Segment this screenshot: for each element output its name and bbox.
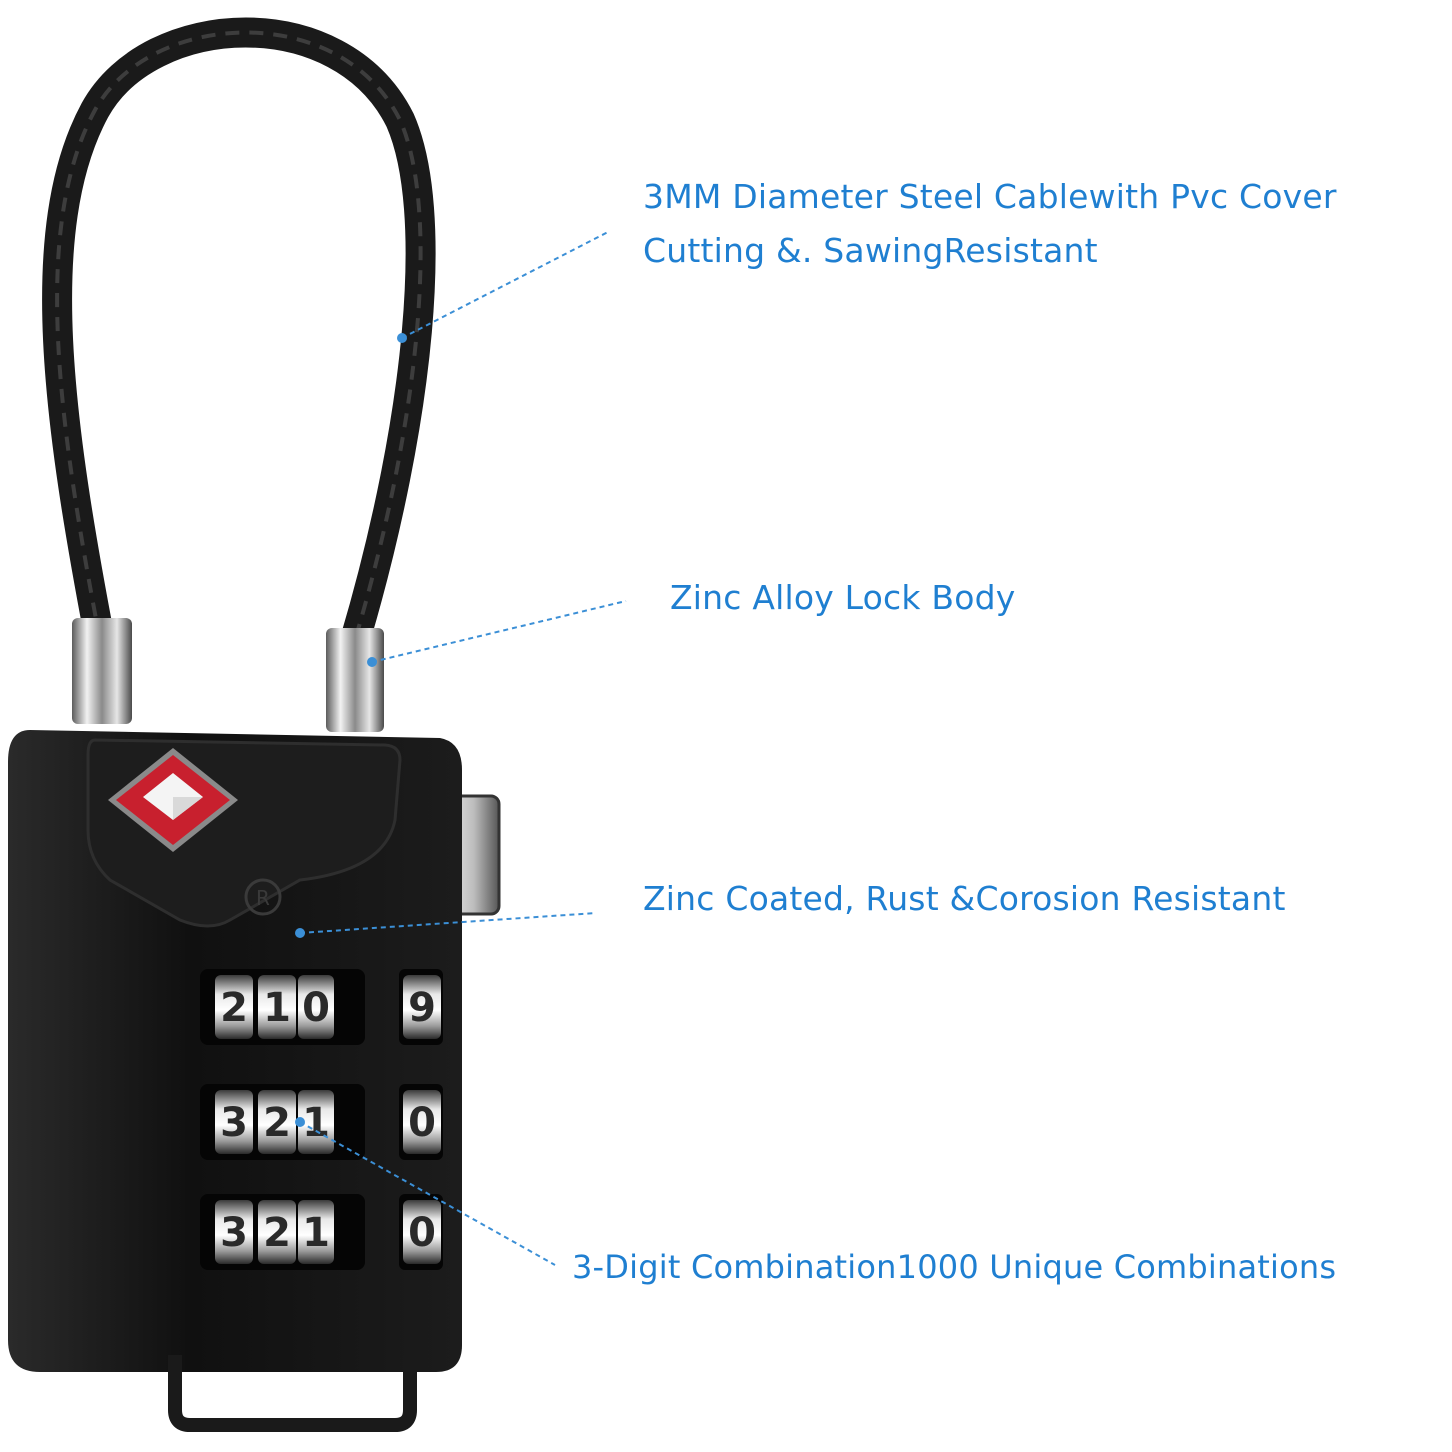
dial-wheel[interactable]: [298, 975, 334, 1039]
dial-digit: 3: [220, 1210, 248, 1256]
callout-lock-body: Zinc Alloy Lock Body: [670, 571, 1016, 625]
leader-coating-dot: [295, 928, 305, 938]
dial-digit: 1: [302, 1210, 330, 1256]
right-ferrule: [326, 628, 384, 732]
bottom-loop: [168, 1355, 417, 1432]
left-ferrule: [72, 618, 132, 724]
leader-coating: [299, 912, 597, 934]
callout-cable-line2: Cutting &. SawingResistant: [643, 231, 1098, 270]
dial-digit: 2: [220, 985, 248, 1031]
dial-digit: 0: [408, 1100, 436, 1146]
dial-wheel[interactable]: [298, 1090, 334, 1154]
dial-digit: 3: [220, 1100, 248, 1146]
dial-wheel[interactable]: [403, 1090, 441, 1154]
dial-wheel[interactable]: [403, 1200, 441, 1264]
steel-cable: [42, 17, 436, 655]
dial-wheel[interactable]: [403, 975, 441, 1039]
dial-digit: 9: [408, 985, 436, 1031]
leader-cable-dot: [397, 333, 407, 343]
dial-wheel[interactable]: [215, 1200, 253, 1264]
callout-coating: Zinc Coated, Rust &Corosion Resistant: [643, 872, 1286, 926]
dial-digit: 1: [302, 1100, 330, 1146]
leader-combination: [299, 1121, 556, 1266]
callout-cable: 3MM Diameter Steel Cablewith Pvc Cover C…: [643, 170, 1337, 278]
dial-digit: 1: [263, 985, 291, 1031]
leader-combination-dot: [295, 1117, 305, 1127]
leader-body-dot: [367, 657, 377, 667]
dial-digit: 0: [408, 1210, 436, 1256]
svg-text:R: R: [256, 886, 270, 910]
callout-cable-line1: 3MM Diameter Steel Cablewith Pvc Cover: [643, 177, 1337, 216]
dial-wheel[interactable]: [258, 975, 296, 1039]
registered-trademark-icon: R: [244, 878, 282, 916]
dial-wheel[interactable]: [215, 1090, 253, 1154]
tsa-diamond-icon: [108, 748, 238, 852]
dial-wheel[interactable]: [215, 975, 253, 1039]
cable-highlight: [55, 30, 423, 641]
dial-digit: 2: [263, 1100, 291, 1146]
callout-combination-text: 3-Digit Combination1000 Unique Combinati…: [572, 1248, 1337, 1286]
dial-wheel[interactable]: [258, 1200, 296, 1264]
dial-wheel[interactable]: [258, 1090, 296, 1154]
leader-cable: [401, 231, 609, 339]
leader-lines: [299, 231, 627, 1266]
callout-lock-body-text: Zinc Alloy Lock Body: [670, 578, 1016, 617]
callout-coating-text: Zinc Coated, Rust &Corosion Resistant: [643, 879, 1286, 918]
dial-wheel[interactable]: [298, 1200, 334, 1264]
dial-digit: 0: [302, 985, 330, 1031]
leader-body: [371, 600, 627, 663]
dial-digit: 2: [263, 1210, 291, 1256]
callout-combination: 3-Digit Combination1000 Unique Combinati…: [572, 1240, 1336, 1294]
